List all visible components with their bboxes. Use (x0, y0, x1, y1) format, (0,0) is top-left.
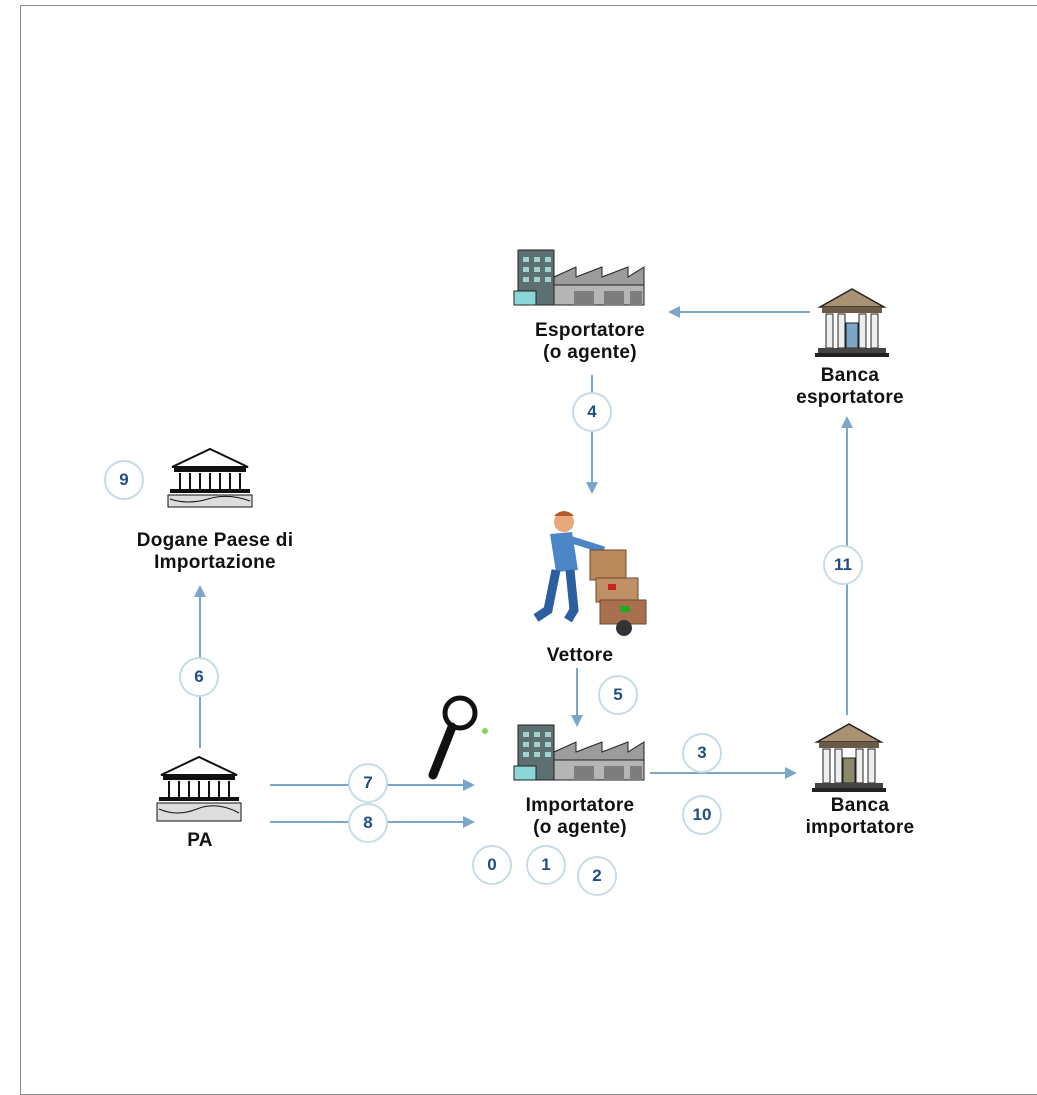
step-circle-9: 9 (104, 460, 144, 500)
bank-icon-importatore (812, 723, 886, 792)
node-label-esportatore: Esportatore (o agente) (535, 320, 645, 363)
node-label-banca-importatore: Banca importatore (805, 795, 915, 838)
step-circle-4: 4 (572, 392, 612, 432)
bank-icon-esportatore (815, 288, 889, 357)
step-circle-8: 8 (348, 803, 388, 843)
step-circle-3: 3 (682, 733, 722, 773)
step-circle-1: 1 (526, 845, 566, 885)
node-label-importatore: Importatore (o agente) (525, 795, 635, 838)
factory-icon-esportatore (513, 249, 645, 306)
node-label-banca-esportatore: Banca esportatore (796, 365, 904, 408)
step-circle-6: 6 (179, 657, 219, 697)
node-label-dogane: Dogane Paese di Importazione (136, 530, 294, 573)
customs-building-icon-dogane (167, 447, 253, 508)
node-label-pa: PA (187, 830, 213, 851)
step-circle-2: 2 (577, 856, 617, 896)
courier-with-hand-truck-icon (533, 511, 647, 636)
node-label-vettore: Vettore (546, 645, 614, 666)
step-circle-11: 11 (823, 545, 863, 585)
customs-building-icon-pa (156, 755, 242, 822)
step-circle-0: 0 (472, 845, 512, 885)
magnifying-glass-icon (428, 695, 488, 780)
step-circle-7: 7 (348, 763, 388, 803)
step-circle-5: 5 (598, 675, 638, 715)
factory-icon-importatore (513, 724, 645, 781)
step-circle-10: 10 (682, 795, 722, 835)
